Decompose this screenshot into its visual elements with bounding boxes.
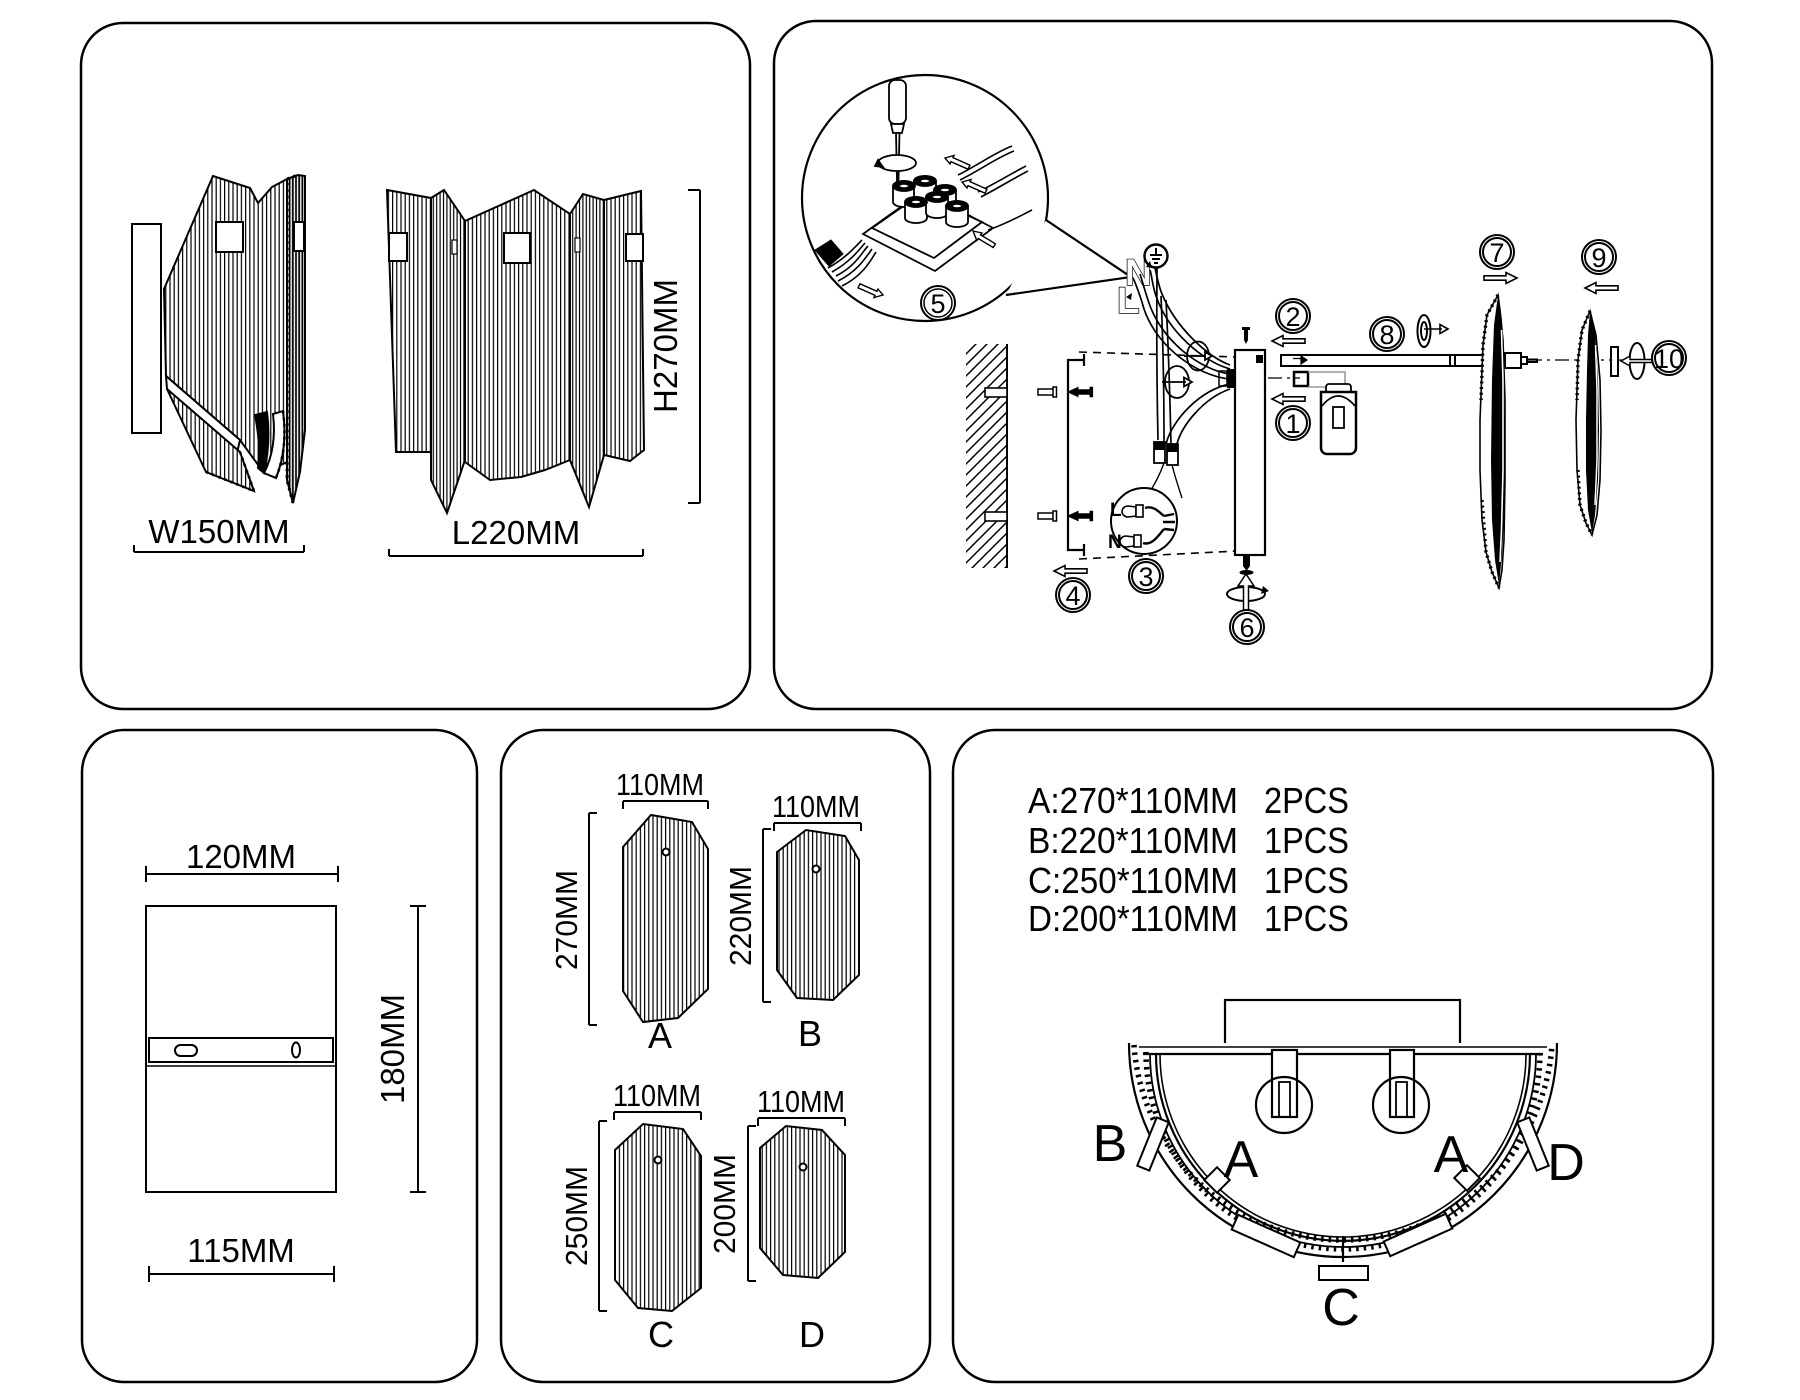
svg-text:110MM: 110MM	[772, 789, 860, 824]
svg-text:8: 8	[1379, 320, 1394, 350]
svg-text:1PCS: 1PCS	[1264, 860, 1349, 901]
svg-text:A: A	[648, 1015, 672, 1056]
svg-text:C: C	[648, 1314, 674, 1355]
svg-text:2PCS: 2PCS	[1264, 780, 1349, 821]
svg-text:A: A	[1434, 1126, 1469, 1184]
svg-text:6: 6	[1239, 613, 1254, 643]
svg-text:C:250*110MM: C:250*110MM	[1028, 860, 1238, 901]
svg-text:9: 9	[1591, 243, 1606, 273]
svg-text:1PCS: 1PCS	[1264, 898, 1349, 939]
svg-text:4: 4	[1065, 581, 1080, 611]
svg-text:L: L	[1117, 280, 1140, 321]
svg-text:N: N	[1108, 532, 1122, 553]
svg-text:L: L	[1110, 500, 1122, 521]
svg-text:110MM: 110MM	[757, 1084, 845, 1119]
svg-text:D: D	[799, 1314, 825, 1355]
svg-text:L220MM: L220MM	[452, 514, 580, 551]
svg-text:115MM: 115MM	[187, 1232, 295, 1269]
svg-text:1: 1	[1285, 409, 1300, 439]
svg-text:1PCS: 1PCS	[1264, 820, 1349, 861]
svg-text:D: D	[1547, 1134, 1585, 1192]
svg-text:200MM: 200MM	[707, 1154, 742, 1254]
svg-text:220MM: 220MM	[723, 866, 758, 966]
svg-text:250MM: 250MM	[559, 1166, 594, 1266]
svg-text:5: 5	[930, 289, 945, 319]
svg-text:110MM: 110MM	[616, 767, 704, 802]
svg-text:10: 10	[1654, 344, 1684, 374]
svg-text:B:220*110MM: B:220*110MM	[1028, 820, 1238, 861]
svg-text:110MM: 110MM	[613, 1078, 701, 1113]
svg-text:120MM: 120MM	[186, 838, 296, 875]
svg-text:3: 3	[1138, 562, 1153, 592]
svg-text:H270MM: H270MM	[647, 279, 684, 413]
svg-text:A: A	[1224, 1131, 1259, 1189]
svg-text:A:270*110MM: A:270*110MM	[1028, 780, 1238, 821]
svg-text:C: C	[1322, 1279, 1360, 1337]
svg-text:270MM: 270MM	[549, 870, 584, 970]
svg-text:B: B	[798, 1013, 822, 1054]
svg-text:B: B	[1093, 1115, 1128, 1173]
svg-text:D:200*110MM: D:200*110MM	[1028, 898, 1238, 939]
svg-text:180MM: 180MM	[374, 994, 411, 1104]
svg-text:7: 7	[1489, 238, 1504, 268]
svg-text:2: 2	[1285, 302, 1300, 332]
svg-text:W150MM: W150MM	[148, 513, 289, 550]
